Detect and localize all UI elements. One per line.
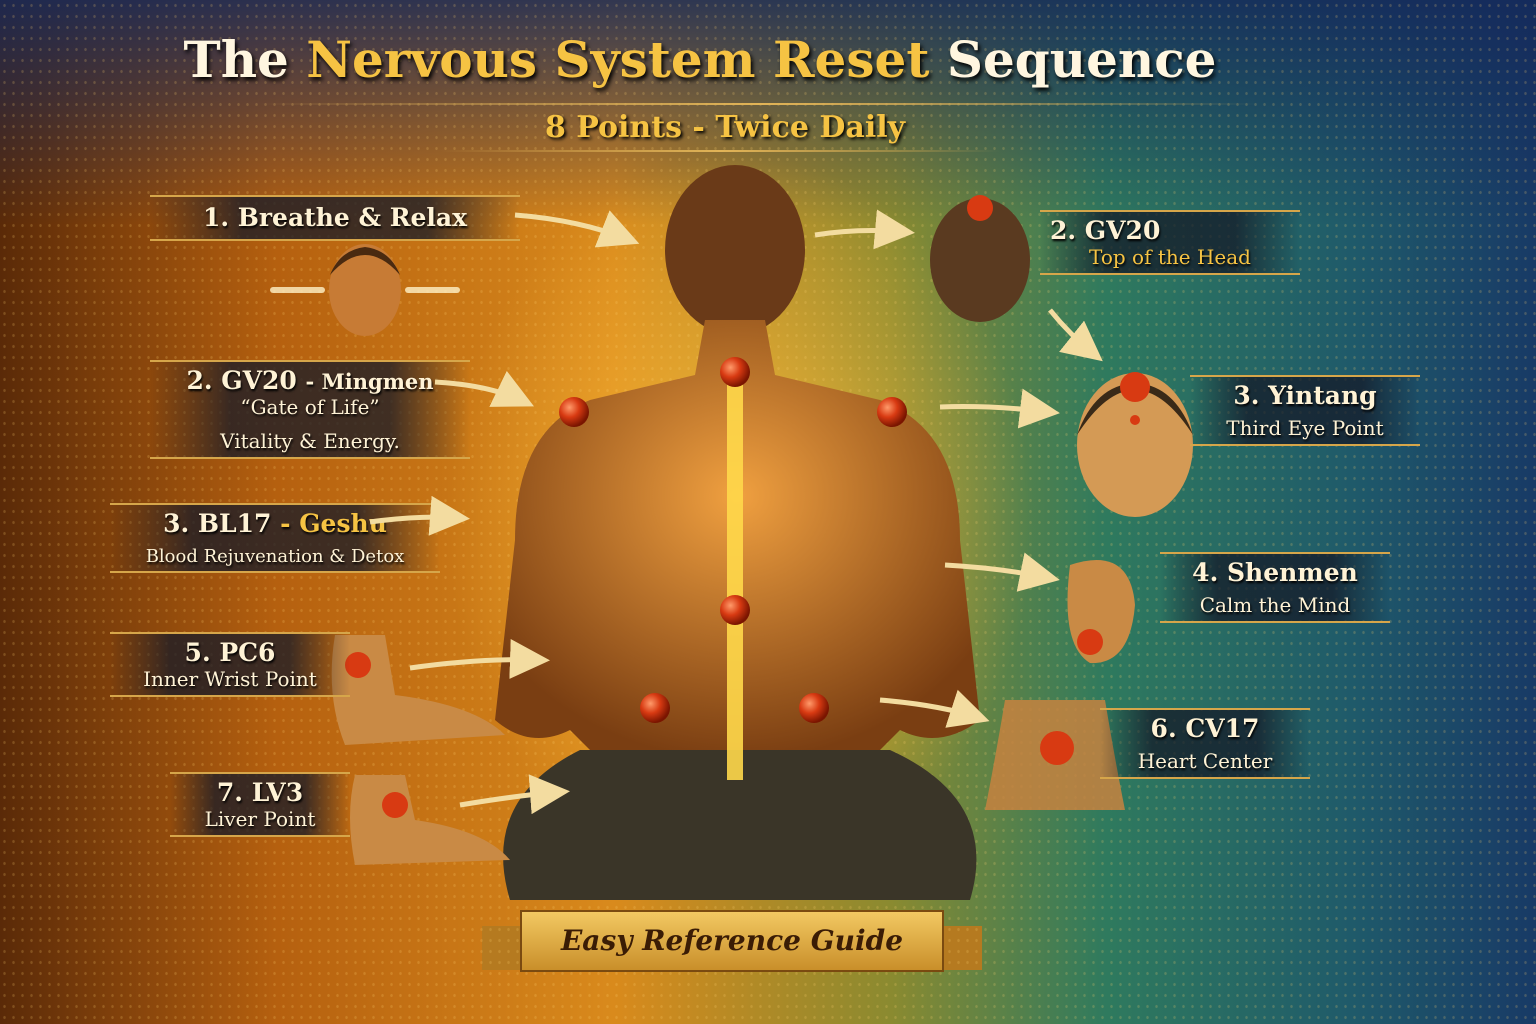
- divider: [440, 150, 1000, 152]
- subtitle: 8 Points - Twice Daily: [544, 110, 906, 145]
- head: [665, 165, 805, 335]
- arrow-icon: [814, 209, 915, 250]
- label-bl17-geshu: 3. BL17 - Geshu Blood Rejuvenation & Det…: [110, 503, 440, 573]
- arrow-icon: [409, 639, 550, 679]
- acupoint-dot: [720, 595, 750, 625]
- arrow-icon: [879, 689, 990, 728]
- arrow-icon: [434, 370, 534, 407]
- acupoint-dot: [640, 693, 670, 723]
- label-breathe-relax: 1. Breathe & Relax: [150, 195, 520, 241]
- foot-illustration: [350, 775, 510, 865]
- arrow-icon: [939, 388, 1060, 429]
- footer-banner: Easy Reference Guide: [482, 910, 982, 972]
- relaxed-face-illustration: [270, 244, 460, 336]
- page-title: The Nervous System Reset Sequence: [183, 30, 1217, 89]
- spine: [727, 360, 743, 780]
- divider: [260, 103, 1260, 105]
- acupoint-dot: [559, 397, 589, 427]
- chest-illustration: [985, 700, 1125, 810]
- acupoint-dot: [877, 397, 907, 427]
- forehead-face-illustration: [1077, 372, 1193, 517]
- arrow-icon: [369, 495, 470, 536]
- acupoint-dot: [799, 693, 829, 723]
- pants: [503, 750, 977, 900]
- arrow-icon: [1048, 308, 1103, 362]
- head-top-illustration: [930, 195, 1030, 322]
- ear-illustration: [1067, 560, 1135, 664]
- label-gv20-mingmen: 2. GV20 - Mingmen “Gate of Life” Vitalit…: [150, 360, 470, 459]
- arrow-icon: [944, 552, 1060, 592]
- acupoint-dot: [720, 357, 750, 387]
- arrow-icon: [459, 774, 570, 815]
- wrist-foot-illustration: [331, 635, 505, 745]
- arrow-icon: [514, 210, 640, 248]
- back-figure-illustration: [495, 165, 980, 900]
